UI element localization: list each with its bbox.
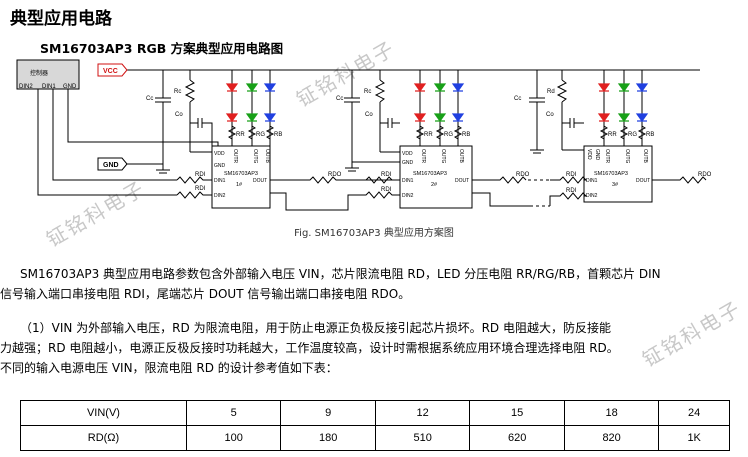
table-row-header: RD(Ω) bbox=[20, 425, 187, 451]
chip-3 bbox=[583, 145, 653, 203]
chip1-pin-outg: OUTG bbox=[252, 149, 258, 164]
chip2-pin-din2: DIN2 bbox=[402, 193, 414, 199]
label-rdo-1: RDO bbox=[328, 172, 342, 178]
table-cell: 1K bbox=[658, 425, 730, 451]
chip-2 bbox=[399, 145, 473, 209]
table-row-header: VIN(V) bbox=[20, 400, 187, 426]
table-cell: 12 bbox=[374, 400, 471, 426]
paragraph-2: （1）VIN 为外部输入电压，RD 为限流电阻，用于防止电源正负极反接引起芯片损… bbox=[0, 318, 748, 378]
paragraph-2-line-3: 不同的输入电源电压 VIN，限流电阻 RD 的设计参考值如下表： bbox=[0, 361, 338, 375]
figure-title: SM16703AP3 RGB 方案典型应用电路图 bbox=[40, 41, 284, 56]
table-cell: 100 bbox=[185, 425, 282, 451]
label-rc-1: Rc bbox=[174, 89, 181, 95]
controller-pin-din1: DIN1 bbox=[42, 84, 56, 90]
chip3-pin-gnd: GND bbox=[594, 149, 600, 161]
chip-1 bbox=[211, 145, 271, 209]
chip3-pin-outb: OUTB bbox=[642, 149, 648, 164]
paragraph-1-line-1: SM16703AP3 典型应用电路参数包含外部输入电压 VIN，芯片限流电阻 R… bbox=[20, 267, 661, 281]
chip1-pin-vdd: VDD bbox=[214, 151, 225, 157]
controller-label: 控制器 bbox=[30, 69, 48, 77]
table-cell: 5 bbox=[185, 400, 282, 426]
table-cell: 180 bbox=[280, 425, 376, 451]
chip3-pin-outr: OUTR bbox=[604, 149, 610, 164]
table-row: RD(Ω) 100 180 510 620 820 1K bbox=[20, 425, 730, 451]
label-rd-3: Rd bbox=[547, 89, 555, 95]
chip1-pin-gnd: GND bbox=[214, 163, 226, 169]
circuit-diagram: 控制器 DIN2 DIN1 GND VCC GND Cc Rc Co RDI R… bbox=[16, 59, 712, 211]
label-rdi-1: RDI bbox=[195, 172, 206, 178]
table-cell: 18 bbox=[563, 400, 660, 426]
label-rdi-2: RDI bbox=[195, 186, 206, 192]
vcc-label-box bbox=[97, 63, 128, 77]
label-rdi-5: RDI bbox=[566, 172, 577, 178]
paragraph-1: SM16703AP3 典型应用电路参数包含外部输入电压 VIN，芯片限流电阻 R… bbox=[0, 264, 748, 304]
chip2-name: SM16703AP3 bbox=[413, 171, 447, 177]
label-rg-2: RG bbox=[444, 132, 453, 138]
chip3-pin-vdd: VDD bbox=[586, 149, 592, 160]
section-heading: 典型应用电路 bbox=[10, 9, 112, 29]
table-cell: 820 bbox=[563, 425, 660, 451]
label-cc-2: Cc bbox=[336, 96, 343, 102]
label-co-2: Co bbox=[365, 112, 373, 118]
label-cc-1: Cc bbox=[146, 96, 153, 102]
controller-pin-gnd: GND bbox=[63, 84, 77, 90]
label-rb-3: RB bbox=[646, 132, 654, 138]
chip1-name: SM16703AP3 bbox=[224, 171, 258, 177]
chip2-pin-gnd: GND bbox=[402, 160, 414, 166]
label-co-3: Co bbox=[546, 112, 554, 118]
chip3-pin-din2: DIN2 bbox=[586, 193, 598, 199]
label-co-1: Co bbox=[175, 112, 183, 118]
table-cell: 15 bbox=[469, 400, 565, 426]
chip3-name: SM16703AP3 bbox=[594, 171, 628, 177]
controller-box bbox=[16, 59, 80, 90]
chip1-pin-din2: DIN2 bbox=[214, 193, 226, 199]
chip1-pin-dout: DOUT bbox=[253, 178, 267, 184]
table-cell: 620 bbox=[469, 425, 565, 451]
label-cc-3: Cc bbox=[514, 96, 521, 102]
table-row: VIN(V) 5 9 12 15 18 24 bbox=[20, 400, 730, 426]
gnd-label: GND bbox=[103, 162, 119, 169]
chip3-pin-outg: OUTG bbox=[624, 149, 630, 164]
chip2-pin-dout: DOUT bbox=[455, 178, 469, 184]
chip2-pin-din1: DIN1 bbox=[402, 178, 414, 184]
label-rr-1: RR bbox=[236, 132, 245, 138]
table-cell: 510 bbox=[374, 425, 471, 451]
label-rdi-3: RDI bbox=[381, 172, 392, 178]
paragraph-2-line-2: 力越强；RD 电阻越小，电源正反极反接时功耗越大，工作温度较高，设计时需根据系统… bbox=[0, 341, 619, 355]
chip2-id: 2# bbox=[431, 182, 438, 188]
label-rdo-3: RDO bbox=[698, 172, 712, 178]
table-cell: 24 bbox=[658, 400, 730, 426]
paragraph-1-line-2: 信号输入端口串接电阻 RDI，尾端芯片 DOUT 信号输出端口串接电阻 RDO。 bbox=[0, 287, 411, 301]
label-rc-2: Rc bbox=[364, 89, 371, 95]
label-rr-3: RR bbox=[608, 132, 617, 138]
gnd-label-box bbox=[97, 157, 128, 171]
chip2-pin-outb: OUTB bbox=[458, 149, 464, 164]
chip1-pin-din1: DIN1 bbox=[214, 178, 226, 184]
paragraph-2-line-1: （1）VIN 为外部输入电压，RD 为限流电阻，用于防止电源正负极反接引起芯片损… bbox=[20, 321, 611, 335]
chip3-pin-din1: DIN1 bbox=[586, 178, 598, 184]
chip3-id: 3# bbox=[612, 182, 619, 188]
label-rb-1: RB bbox=[274, 132, 282, 138]
label-rb-2: RB bbox=[462, 132, 470, 138]
chip1-id: 1# bbox=[236, 182, 243, 188]
label-rdi-6: RDI bbox=[566, 188, 577, 194]
chip2-pin-outr: OUTR bbox=[420, 149, 426, 164]
label-rg-1: RG bbox=[256, 132, 265, 138]
chip3-pin-dout: DOUT bbox=[636, 178, 650, 184]
vcc-label: VCC bbox=[103, 68, 118, 75]
label-rr-2: RR bbox=[424, 132, 433, 138]
resistor-reference-table: VIN(V) 5 9 12 15 18 24 RD(Ω) 100 180 510… bbox=[20, 400, 730, 451]
label-rdi-4: RDI bbox=[381, 187, 392, 193]
table-cell: 9 bbox=[280, 400, 376, 426]
controller-pin-din2: DIN2 bbox=[19, 84, 33, 90]
label-rg-3: RG bbox=[628, 132, 637, 138]
chip1-pin-outb: OUTB bbox=[264, 149, 270, 164]
chip2-pin-outg: OUTG bbox=[440, 149, 446, 164]
label-rdo-2: RDO bbox=[516, 172, 530, 178]
chip1-pin-outr: OUTR bbox=[232, 149, 238, 164]
figure-caption: Fig. SM16703AP3 典型应用方案图 bbox=[294, 228, 454, 239]
chip2-pin-vdd: VDD bbox=[402, 151, 413, 157]
